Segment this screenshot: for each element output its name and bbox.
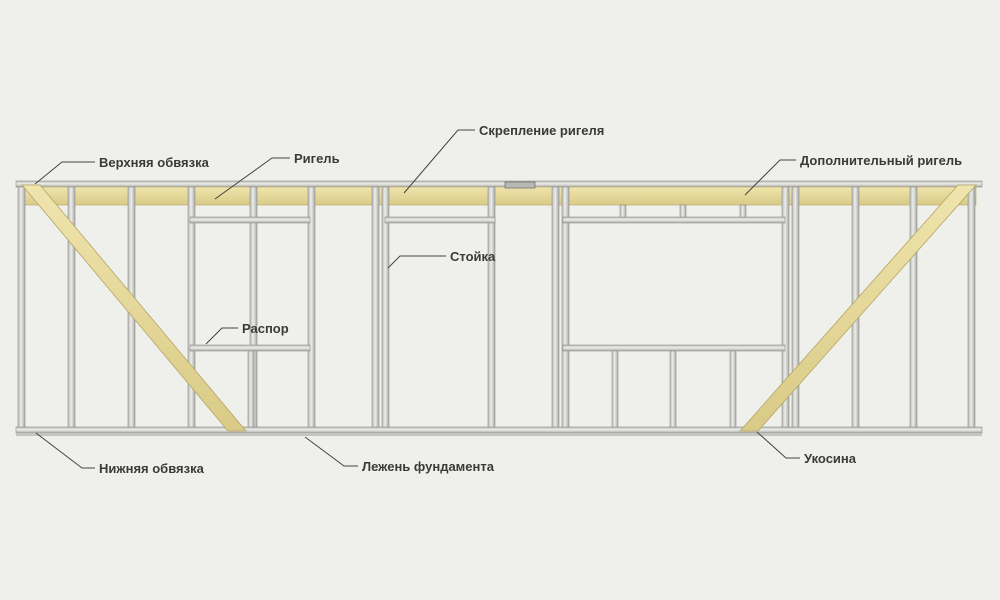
stud-12 xyxy=(781,186,790,428)
label-additional-header: Дополнительный ригель xyxy=(800,153,963,168)
label-top-plate: Верхняя обвязка xyxy=(99,155,209,170)
stud-16 xyxy=(967,186,976,428)
right-bottom-cripple-3 xyxy=(729,350,737,428)
stud-11 xyxy=(561,186,570,428)
bottom-plate xyxy=(15,426,983,434)
leader-brace xyxy=(756,431,800,459)
left-window-cripples xyxy=(247,350,255,428)
label-spacer: Распор xyxy=(242,321,289,336)
leader-bottom-plate xyxy=(35,432,95,469)
leader-header xyxy=(214,157,290,200)
stud-7 xyxy=(371,186,380,428)
leader-stud xyxy=(387,255,446,269)
stud-15 xyxy=(909,186,918,428)
right-top-cripple-3 xyxy=(739,204,747,218)
stud-13 xyxy=(791,186,800,428)
stud-4 xyxy=(187,186,196,428)
stud-9 xyxy=(487,186,496,428)
stud-8 xyxy=(381,186,390,428)
leader-header-fastening xyxy=(403,129,475,194)
leader-foundation-sill xyxy=(304,436,358,467)
stud-1 xyxy=(17,186,26,428)
foundation-sill xyxy=(16,433,982,436)
label-foundation-sill: Лежень фундамента xyxy=(362,459,494,474)
header-fastening-plate xyxy=(504,181,536,189)
right-top-cripple-2 xyxy=(679,204,687,218)
label-brace: Укосина xyxy=(804,451,856,466)
right-window-cripples xyxy=(611,204,747,428)
leader-additional-header xyxy=(744,159,796,196)
stud-6 xyxy=(307,186,316,428)
right-top-cripple-1 xyxy=(619,204,627,218)
leader-lines xyxy=(34,129,800,469)
door-header xyxy=(384,216,496,224)
header-board xyxy=(19,186,977,206)
stud-10 xyxy=(551,186,560,428)
leader-top-plate xyxy=(34,161,95,185)
right-bottom-cripple-1 xyxy=(611,350,619,428)
right-window-header xyxy=(562,216,786,224)
left-brace xyxy=(21,184,247,432)
stud-2 xyxy=(67,186,76,428)
label-stud: Стойка xyxy=(450,249,496,264)
label-bottom-plate: Нижняя обвязка xyxy=(99,461,204,476)
left-window-spacer xyxy=(189,344,311,352)
leader-spacer xyxy=(205,327,238,345)
studs-group xyxy=(17,186,976,428)
label-header-fastening: Скрепление ригеля xyxy=(479,123,605,138)
left-window-top-header xyxy=(189,216,311,224)
top-plate xyxy=(15,180,983,188)
left-cripple-1 xyxy=(247,350,255,428)
right-bottom-cripple-2 xyxy=(669,350,677,428)
right-brace xyxy=(739,184,977,432)
right-window-sill xyxy=(562,344,786,352)
label-header: Ригель xyxy=(294,151,340,166)
